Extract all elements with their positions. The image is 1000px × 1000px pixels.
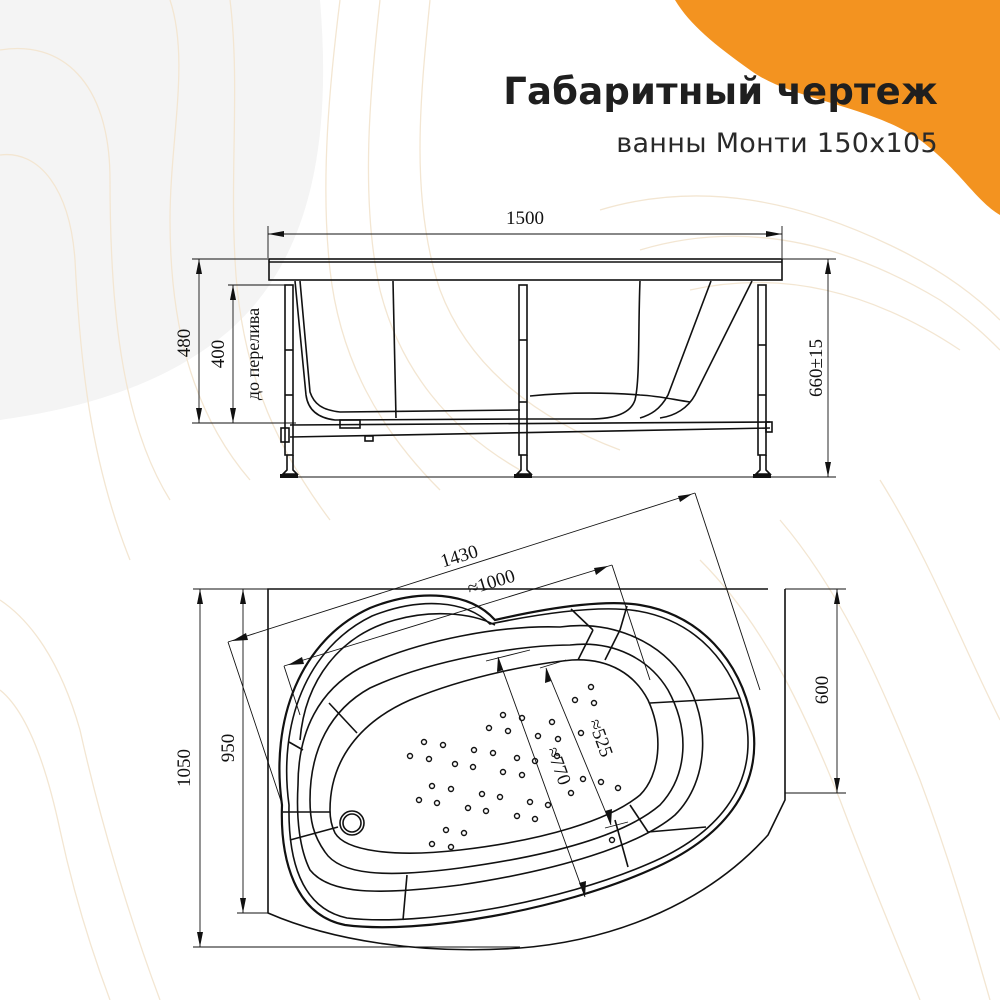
page-title: Габаритный чертеж — [503, 70, 938, 113]
dim-overflow-label: до перелива — [243, 308, 263, 400]
dim-overall-width: 1050 — [174, 749, 195, 787]
dim-diagonal-inner: ≈1000 — [465, 566, 517, 600]
dim-right-depth: 600 — [812, 676, 833, 705]
top-view-drawing — [193, 492, 846, 951]
dim-bowl-width: ≈525 — [584, 716, 617, 760]
background-blob — [0, 0, 324, 420]
dim-rim-height: 480 — [174, 329, 195, 358]
dim-bowl-length: ≈770 — [542, 744, 575, 788]
dim-overall-length: 1500 — [506, 208, 544, 229]
dim-inner-width: 950 — [218, 734, 239, 763]
dim-total-height: 660±15 — [806, 339, 827, 397]
dim-overflow-height: 400 — [208, 340, 229, 369]
dim-diagonal-outer: 1430 — [438, 541, 480, 572]
accent-orange-blob — [675, 0, 1000, 215]
hydromassage-jets — [406, 683, 622, 851]
side-view-drawing — [192, 226, 836, 478]
page-subtitle: ванны Монти 150х105 — [616, 128, 938, 159]
